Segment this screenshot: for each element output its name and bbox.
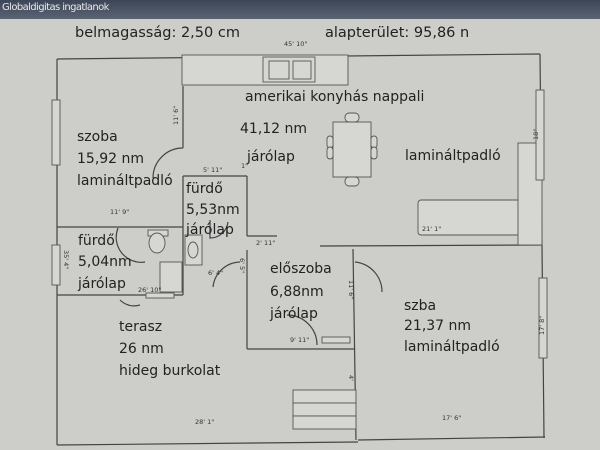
room-floor: járólap xyxy=(77,276,126,292)
title-bar: Globaldigitas ingatlanok xyxy=(0,0,600,19)
room-area: 41,12 nm xyxy=(240,121,307,137)
room-area: 21,37 nm xyxy=(404,318,471,334)
room-floor: lamináltpadló xyxy=(77,173,173,189)
room-floor: hideg burkolat xyxy=(119,363,221,379)
dimension: 21' 1" xyxy=(422,225,441,233)
dimension: 9' 11" xyxy=(290,336,309,344)
dimension: 45' 10" xyxy=(284,40,307,48)
room-area: 5,04nm xyxy=(78,254,132,270)
dimension: 11' 6" xyxy=(172,106,180,125)
room-floor: lamináltpadló xyxy=(404,339,500,355)
room-name: fürdő xyxy=(186,181,223,197)
room-name: szoba xyxy=(77,129,118,145)
dimension: 1" xyxy=(241,162,248,170)
watermark: Globaldigitas ingatlanok xyxy=(2,2,109,13)
dimension: 11' 6" xyxy=(347,280,355,299)
dimension: 2' 11" xyxy=(256,239,275,247)
dimension: 6' 4" xyxy=(208,269,223,277)
dimension: 35' 4" xyxy=(62,250,70,269)
dimension-labels: 45' 10" 11' 6" 5' 11" 1" 11' 9" 35' 4" 2… xyxy=(62,40,546,426)
dimension: 4' xyxy=(347,375,355,381)
room-floor: járólap xyxy=(246,149,295,165)
room-floor: lamináltpadló xyxy=(405,148,501,164)
dimension: 28' 1" xyxy=(195,418,214,426)
floor-area: alapterület: 95,86 n xyxy=(325,25,469,41)
dimension: 26' 10" xyxy=(138,286,161,294)
room-area: 5,53nm xyxy=(186,202,240,218)
dimension: 17' 8" xyxy=(538,316,546,335)
room-area: 6,88nm xyxy=(270,284,324,300)
room-area: 15,92 nm xyxy=(77,151,144,167)
room-name: előszoba xyxy=(270,261,332,277)
room-area: 26 nm xyxy=(119,341,164,357)
room-floor: járólap xyxy=(269,306,318,322)
dimension: 17' 6" xyxy=(442,414,461,422)
ceiling-height: belmagasság: 2,50 cm xyxy=(75,25,240,41)
room-floor: járólap xyxy=(185,222,234,238)
dimension: 5' 11" xyxy=(203,166,222,174)
room-name: amerikai konyhás nappali xyxy=(245,89,424,105)
dimension: 18" xyxy=(532,129,540,140)
room-name: terasz xyxy=(119,319,162,335)
dimension: 6' 5" xyxy=(238,258,246,273)
room-name: szba xyxy=(404,298,436,314)
room-labels: amerikai konyhás nappali 41,12 nm járóla… xyxy=(77,89,501,379)
dimension: 11' 9" xyxy=(110,208,129,216)
fixtures xyxy=(51,54,548,430)
room-name: fürdő xyxy=(78,233,115,249)
